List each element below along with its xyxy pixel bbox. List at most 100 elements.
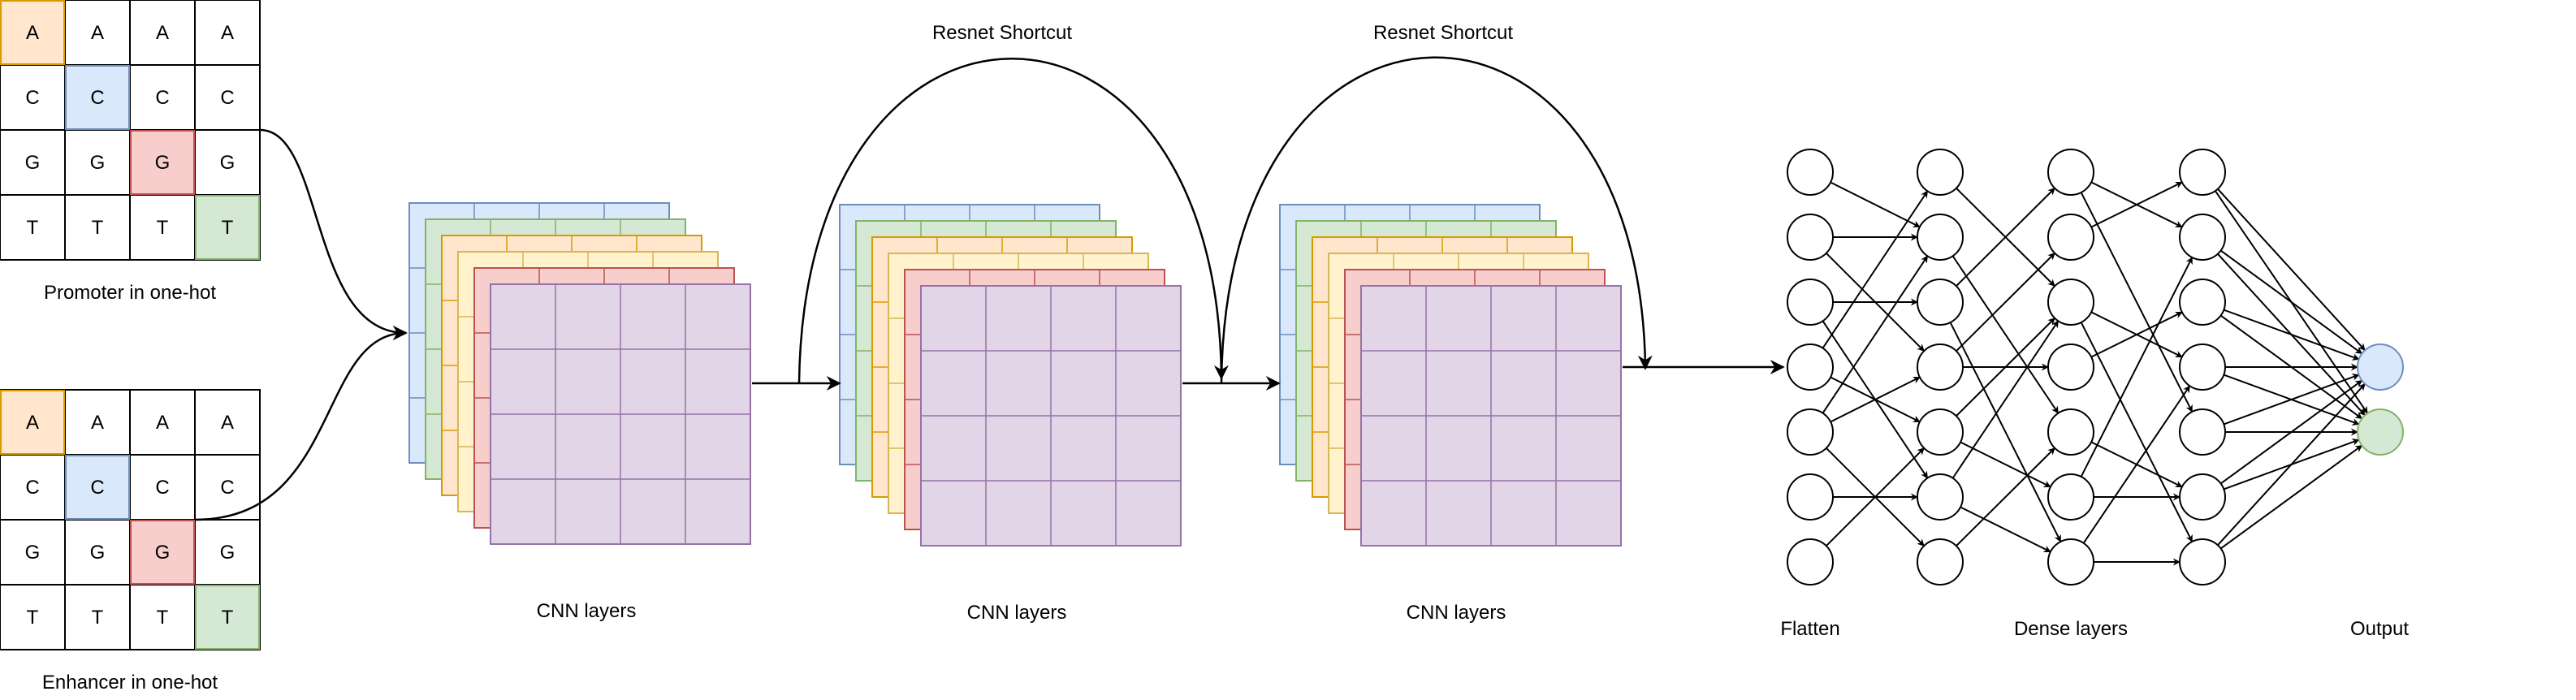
enhancer-cell bbox=[194, 584, 261, 650]
enhancer-cell bbox=[0, 584, 66, 650]
enhancer-cell bbox=[129, 584, 196, 650]
flatten-node bbox=[1787, 344, 1834, 391]
network-edge bbox=[1830, 181, 1921, 228]
dense-node bbox=[2179, 149, 2226, 196]
enhancer-cell-text: C bbox=[155, 477, 169, 499]
cnn-feature-map bbox=[490, 283, 751, 545]
enhancer-cell bbox=[0, 389, 66, 456]
cnn-label-1: CNN layers bbox=[537, 600, 637, 622]
flatten-node bbox=[1787, 473, 1834, 521]
enhancer-highlight-outline bbox=[65, 455, 130, 520]
promoter-cell bbox=[194, 129, 261, 196]
network-edge bbox=[1960, 441, 2051, 488]
promoter-cell-text: A bbox=[221, 22, 234, 44]
cnn-stack-2 bbox=[839, 204, 1182, 547]
promoter-cell-text: T bbox=[27, 217, 39, 239]
promoter-cell-text: G bbox=[25, 152, 41, 174]
promoter-cell-text: A bbox=[26, 22, 39, 44]
promoter-cell-text: A bbox=[91, 22, 104, 44]
promoter-cell bbox=[0, 64, 66, 131]
enhancer-cell-text: G bbox=[220, 542, 236, 564]
enhancer-cell-text: G bbox=[25, 542, 41, 564]
enhancer-label: Enhancer in one-hot bbox=[42, 672, 218, 694]
dense-network-edges bbox=[1822, 181, 2369, 566]
cnn-label-3: CNN layers bbox=[1407, 602, 1506, 624]
promoter-cell-text: T bbox=[157, 217, 169, 239]
promoter-cell-text: A bbox=[156, 22, 169, 44]
dense-node bbox=[2047, 214, 2094, 261]
dense-node bbox=[1917, 344, 1964, 391]
promoter-cell bbox=[64, 0, 131, 66]
promoter-cell-text: G bbox=[220, 152, 236, 174]
dense-layers-label: Dense layers bbox=[2014, 618, 2128, 640]
enhancer-highlight-outline bbox=[195, 585, 260, 650]
promoter-to-cnn-connector bbox=[259, 128, 408, 340]
dense-node bbox=[2179, 214, 2226, 261]
output-node bbox=[2357, 408, 2404, 456]
dense-node bbox=[2179, 279, 2226, 326]
enhancer-cell bbox=[64, 389, 131, 456]
cnn-feature-map bbox=[920, 285, 1182, 547]
promoter-highlight-outline bbox=[0, 0, 65, 65]
promoter-highlight-outline bbox=[130, 130, 195, 195]
network-edge bbox=[1822, 255, 1929, 414]
dense-node bbox=[1917, 149, 1964, 196]
network-edge bbox=[2223, 374, 2360, 426]
output-node bbox=[2357, 344, 2404, 391]
promoter-cell bbox=[129, 64, 196, 131]
network-edge bbox=[1826, 447, 1925, 547]
cnn-label-2: CNN layers bbox=[967, 602, 1067, 624]
dense-node bbox=[2179, 344, 2226, 391]
enhancer-cell-text: G bbox=[155, 542, 171, 564]
resnet-shortcut-label-1: Resnet Shortcut bbox=[932, 22, 1072, 44]
enhancer-cell-text: C bbox=[220, 477, 234, 499]
dense-node bbox=[2179, 473, 2226, 521]
network-edge bbox=[1956, 318, 2055, 417]
network-edge bbox=[1956, 253, 2055, 352]
flatten-node bbox=[1787, 214, 1834, 261]
network-edge bbox=[2082, 385, 2191, 544]
enhancer-cell-text: T bbox=[92, 607, 104, 629]
dense-node bbox=[1917, 214, 1964, 261]
enhancer-cell-text: T bbox=[157, 607, 169, 629]
promoter-cell-text: T bbox=[222, 217, 234, 239]
network-edge bbox=[1830, 376, 1921, 423]
enhancer-cell-text: A bbox=[26, 412, 39, 434]
enhancer-to-cnn-connector bbox=[194, 326, 408, 521]
enhancer-cell bbox=[129, 389, 196, 456]
cnn-stack-3 bbox=[1279, 204, 1622, 547]
enhancer-cell-text: A bbox=[221, 412, 234, 434]
network-edge bbox=[2223, 309, 2360, 361]
network-edge bbox=[2220, 379, 2363, 485]
flatten-node bbox=[1787, 149, 1834, 196]
promoter-cell-text: C bbox=[220, 87, 234, 109]
promoter-cell bbox=[64, 194, 131, 261]
resnet-shortcut-arc-1 bbox=[797, 58, 1229, 384]
promoter-cell-text: T bbox=[92, 217, 104, 239]
dense-node bbox=[2179, 408, 2226, 456]
promoter-cell bbox=[0, 194, 66, 261]
promoter-label: Promoter in one-hot bbox=[44, 282, 216, 304]
promoter-cell bbox=[194, 194, 261, 261]
promoter-highlight-outline bbox=[195, 195, 260, 260]
promoter-cell-text: C bbox=[155, 87, 169, 109]
cnn-stack-1 bbox=[408, 202, 751, 545]
network-edge bbox=[1956, 188, 2055, 287]
enhancer-cell-text: A bbox=[91, 412, 104, 434]
output-label: Output bbox=[2350, 618, 2409, 640]
network-edge bbox=[2217, 383, 2366, 546]
network-edge bbox=[1951, 255, 2060, 414]
network-edge bbox=[2217, 188, 2366, 351]
enhancer-cell-text: T bbox=[27, 607, 39, 629]
promoter-cell-text: G bbox=[155, 152, 171, 174]
flatten-node bbox=[1787, 538, 1834, 585]
dense-node bbox=[2047, 408, 2094, 456]
dense-node bbox=[2047, 473, 2094, 521]
network-edge bbox=[2220, 249, 2363, 355]
dense-node bbox=[2047, 279, 2094, 326]
network-edge bbox=[1951, 320, 2060, 479]
dense-node bbox=[2047, 344, 2094, 391]
